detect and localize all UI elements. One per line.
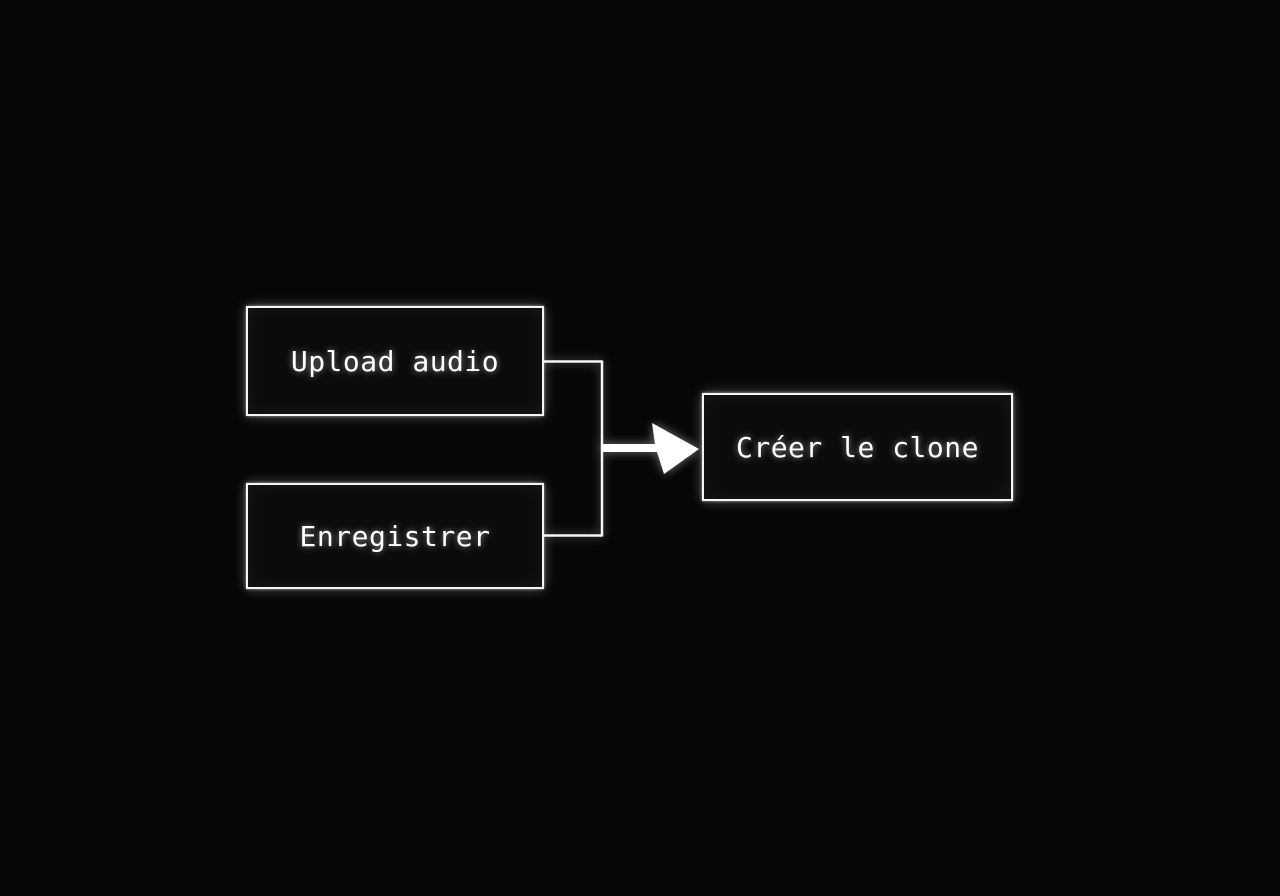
node-upload-audio: Upload audio	[246, 306, 544, 416]
node-creer-le-clone: Créer le clone	[702, 393, 1013, 501]
node-creer-le-clone-label: Créer le clone	[735, 430, 979, 464]
node-enregistrer: Enregistrer	[246, 483, 544, 589]
arrow-icon	[602, 423, 699, 474]
node-enregistrer-label: Enregistrer	[299, 519, 491, 553]
node-upload-audio-label: Upload audio	[290, 344, 500, 378]
